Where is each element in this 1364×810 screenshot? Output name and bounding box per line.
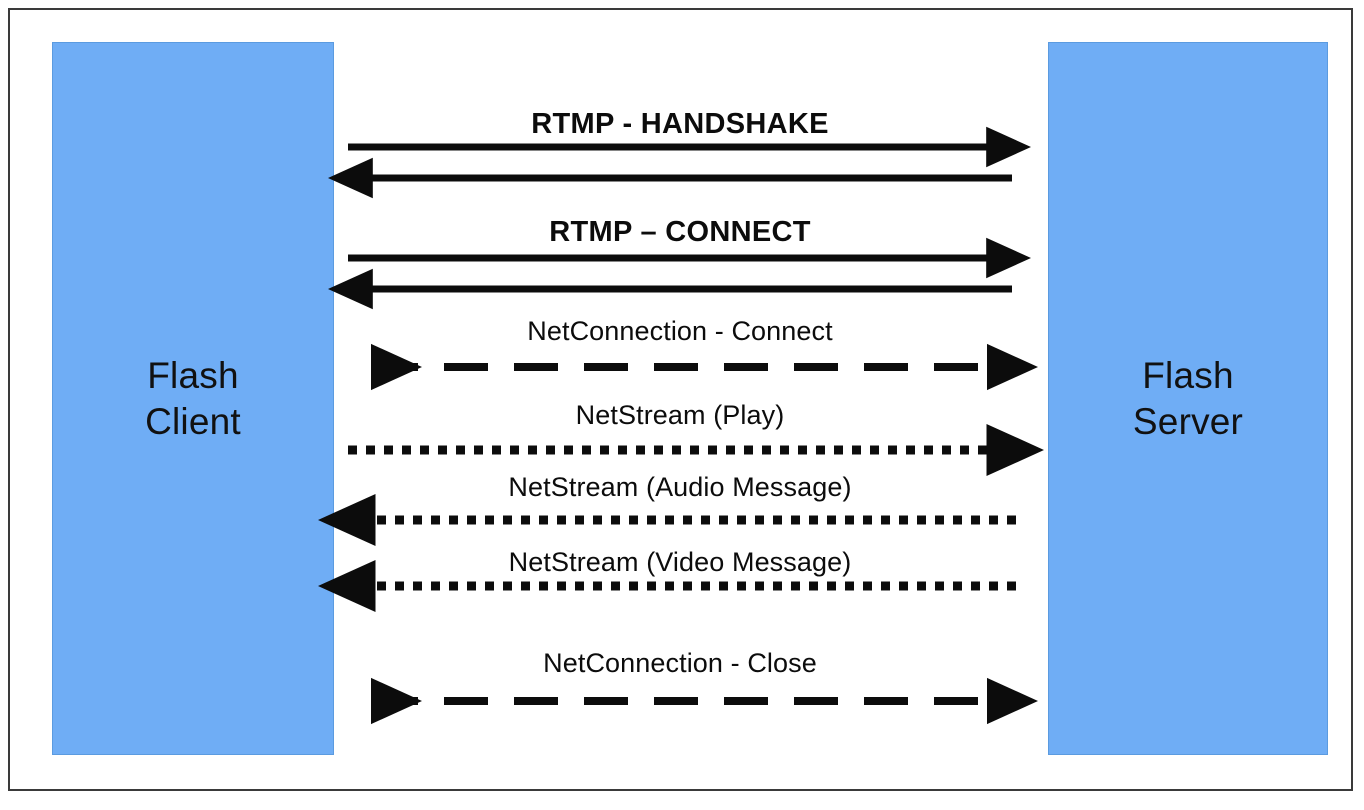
arrow-netconnection-connect [370, 343, 1038, 391]
flash-server-label-line1: Flash [1142, 355, 1234, 397]
message-label-netstream-audio-message: NetStream (Audio Message) [508, 472, 852, 502]
flash-client-label-line2: Client [145, 400, 241, 442]
message-label-netstream-play: NetStream (Play) [575, 400, 785, 430]
flash-client-box: Flash Client [52, 42, 334, 755]
arrow-netstream-video-message [318, 559, 1016, 613]
arrow-netstream-play [348, 423, 1044, 477]
flash-server-box: Flash Server [1048, 42, 1328, 755]
flash-server-label-line2: Server [1132, 400, 1244, 442]
message-label-netconnection-close: NetConnection - Close [543, 648, 817, 678]
flash-client-label: Flash Client [145, 353, 241, 443]
flash-client-label-line1: Flash [147, 355, 239, 397]
arrow-rtmp-connect-request [328, 237, 1031, 310]
message-label-netconnection-connect: NetConnection - Connect [527, 316, 833, 346]
arrow-rtmp-handshake-request [328, 126, 1031, 199]
message-label-netstream-video-message: NetStream (Video Message) [508, 547, 852, 577]
message-label-rtmp-connect: RTMP – CONNECT [549, 216, 811, 248]
arrow-netstream-audio-message [318, 493, 1016, 547]
arrow-netconnection-close [370, 677, 1038, 725]
flash-server-label: Flash Server [1133, 353, 1243, 443]
message-label-rtmp-handshake: RTMP - HANDSHAKE [531, 108, 829, 140]
